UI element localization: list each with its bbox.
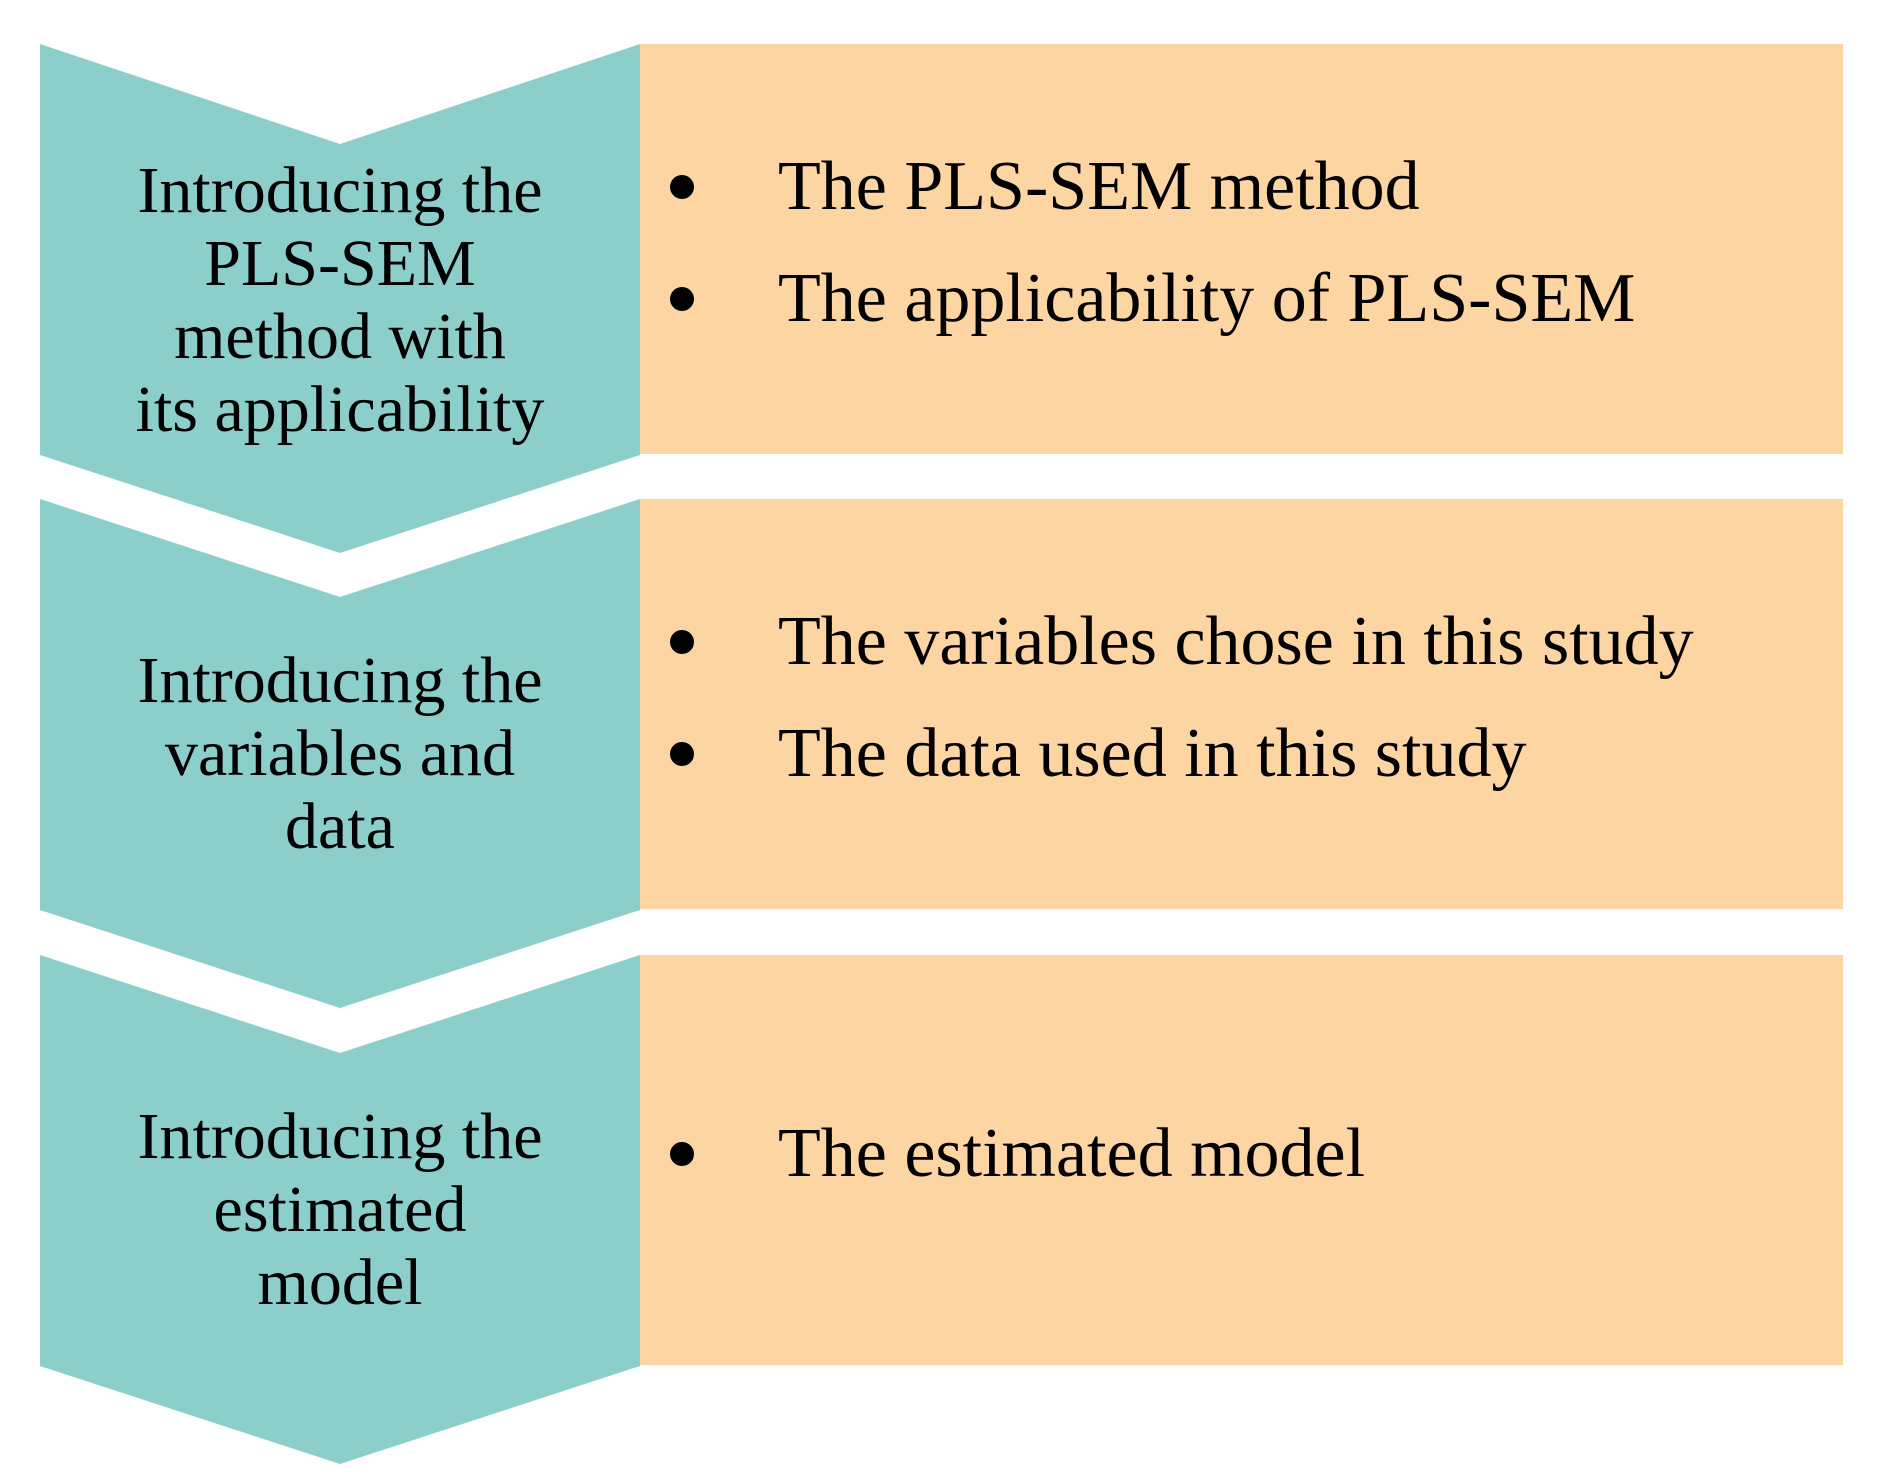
bullet-text: The data used in this study [778, 715, 1527, 792]
step-3-bullet-item-1: The estimated model [670, 1098, 1830, 1210]
bullet-text: The variables chose in this study [778, 603, 1694, 680]
bullet-icon [670, 175, 694, 199]
step-2-detail-box [640, 499, 1843, 909]
bullet-icon [670, 1142, 694, 1166]
step-2-title: Introducing the variables and data [137, 644, 543, 863]
step-1-detail-box [640, 44, 1843, 454]
step-3-detail-box [640, 955, 1843, 1365]
step-3-chevron [40, 955, 640, 1464]
step-1-bullet-item-1: The PLS-SEM method [670, 131, 1830, 243]
step-1-chevron [40, 44, 640, 553]
step-2-chevron [40, 499, 640, 1008]
step-2-bullet-item-2: The data used in this study [670, 698, 1830, 810]
bullet-icon [670, 630, 694, 654]
bullet-text: The estimated model [778, 1115, 1366, 1192]
step-3-title: Introducing the estimated model [137, 1100, 543, 1319]
step-1-title: Introducing the PLS-SEM method with its … [135, 153, 545, 446]
bullet-icon [670, 742, 694, 766]
step-2-bullet-item-1: The variables chose in this study [670, 586, 1830, 698]
bullet-text: The PLS-SEM method [778, 148, 1420, 225]
bullet-text: The applicability of PLS-SEM [778, 260, 1636, 337]
step-3-bullet-list: The estimated model [670, 1098, 1830, 1210]
step-1-bullet-item-2: The applicability of PLS-SEM [670, 243, 1830, 355]
step-1-bullet-list: The PLS-SEM method The applicability of … [670, 131, 1830, 355]
bullet-icon [670, 287, 694, 311]
step-2-bullet-list: The variables chose in this study The da… [670, 586, 1830, 810]
